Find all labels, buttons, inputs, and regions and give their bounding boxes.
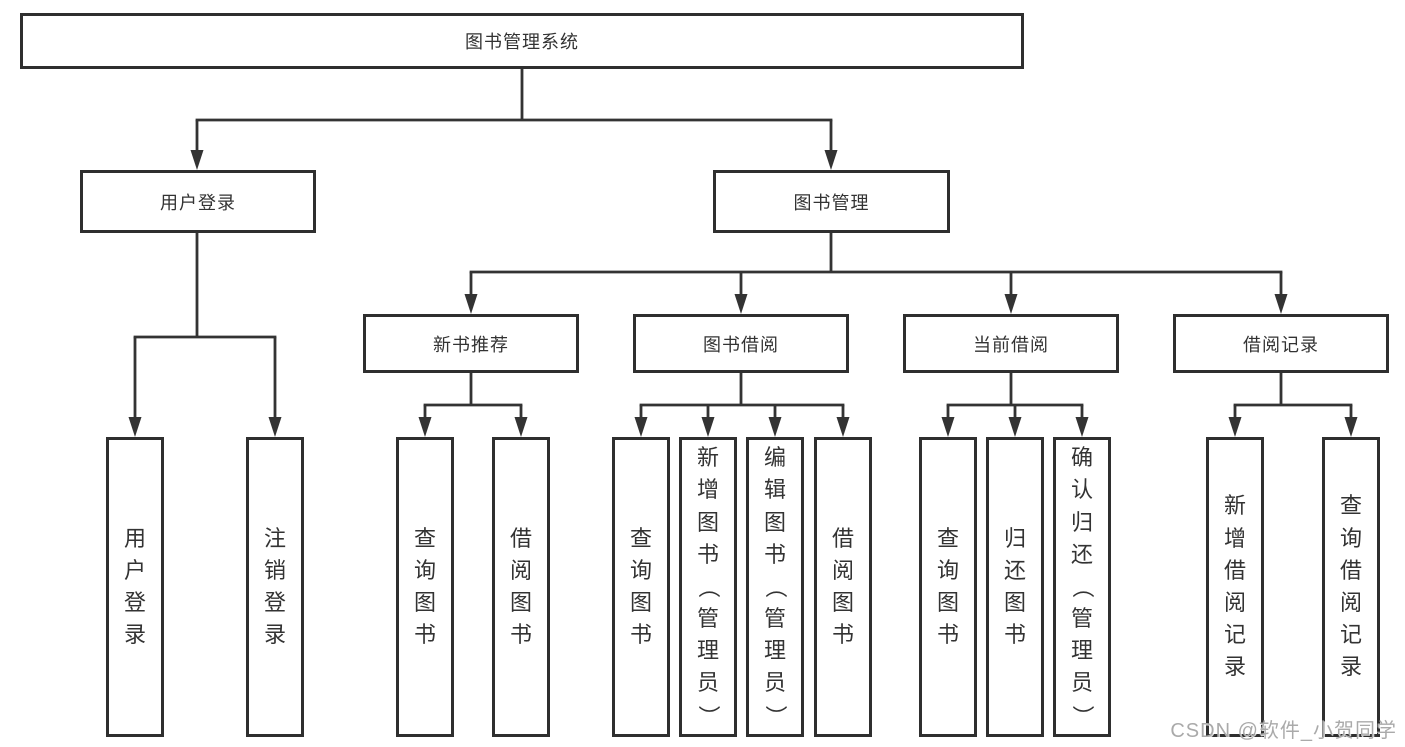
arrowhead-icon — [128, 417, 142, 437]
leaf-label: 借阅图书 — [831, 525, 854, 648]
leaf-label: 查询图书 — [629, 525, 652, 648]
leaf-label: 注销登录 — [263, 525, 286, 648]
leaf-user-login: 用户登录 — [106, 437, 164, 737]
leaf-label: 新增图书（管理员） — [696, 445, 722, 727]
arrowhead-icon — [701, 417, 715, 437]
arrowhead-icon — [1344, 417, 1358, 437]
node-label: 借阅记录 — [1243, 334, 1319, 355]
arrowhead-icon — [1008, 417, 1022, 437]
leaf-label: 归还图书 — [1003, 525, 1026, 648]
node-current-borrowing: 当前借阅 — [903, 314, 1119, 373]
leaf-bb-query-books: 查询图书 — [612, 437, 670, 737]
node-label: 用户登录 — [160, 192, 236, 213]
node-book-borrowing: 图书借阅 — [633, 314, 849, 373]
leaf-cb-query-books: 查询图书 — [919, 437, 977, 737]
leaf-br-query-record: 查询借阅记录 — [1322, 437, 1380, 737]
node-new-book-recommend: 新书推荐 — [363, 314, 579, 373]
arrowhead-icon — [1228, 417, 1242, 437]
arrowhead-icon — [514, 417, 528, 437]
node-label: 图书借阅 — [703, 334, 779, 355]
leaf-cb-return-books: 归还图书 — [986, 437, 1044, 737]
node-user-login: 用户登录 — [80, 170, 316, 233]
watermark: CSDN @软件_小贺同学 — [1170, 720, 1397, 742]
node-book-management: 图书管理 — [713, 170, 950, 233]
leaf-label: 借阅图书 — [509, 525, 532, 648]
node-library-system: 图书管理系统 — [20, 13, 1024, 69]
leaf-bb-edit-books: 编辑图书（管理员） — [746, 437, 804, 737]
leaf-nb-borrow-books: 借阅图书 — [492, 437, 550, 737]
leaf-br-add-record: 新增借阅记录 — [1206, 437, 1264, 737]
arrowhead-icon — [268, 417, 282, 437]
node-label: 新书推荐 — [433, 334, 509, 355]
leaf-nb-query-books: 查询图书 — [396, 437, 454, 737]
arrowhead-icon — [190, 150, 204, 170]
leaf-label: 确认归还（管理员） — [1070, 445, 1096, 727]
node-label: 图书管理 — [793, 192, 870, 213]
arrowhead-icon — [1004, 294, 1018, 314]
leaf-cb-confirm-return: 确认归还（管理员） — [1053, 437, 1111, 737]
arrowhead-icon — [941, 417, 955, 437]
leaf-bb-add-books: 新增图书（管理员） — [679, 437, 737, 737]
arrowhead-icon — [418, 417, 432, 437]
arrowhead-icon — [1274, 294, 1288, 314]
arrowhead-icon — [768, 417, 782, 437]
leaf-bb-borrow-books: 借阅图书 — [814, 437, 872, 737]
leaf-label: 查询图书 — [413, 525, 436, 648]
node-label: 图书管理系统 — [465, 32, 579, 52]
arrowhead-icon — [634, 417, 648, 437]
arrowhead-icon — [836, 417, 850, 437]
leaf-label: 新增借阅记录 — [1223, 493, 1246, 680]
arrowhead-icon — [734, 294, 748, 314]
leaf-label: 用户登录 — [123, 525, 146, 648]
node-label: 当前借阅 — [973, 334, 1049, 355]
leaf-label: 查询借阅记录 — [1339, 493, 1362, 680]
leaf-label: 编辑图书（管理员） — [763, 445, 789, 727]
leaf-logout: 注销登录 — [246, 437, 304, 737]
arrowhead-icon — [464, 294, 478, 314]
leaf-label: 查询图书 — [936, 525, 959, 648]
arrowhead-icon — [824, 150, 838, 170]
arrowhead-icon — [1075, 417, 1089, 437]
node-borrow-records: 借阅记录 — [1173, 314, 1389, 373]
